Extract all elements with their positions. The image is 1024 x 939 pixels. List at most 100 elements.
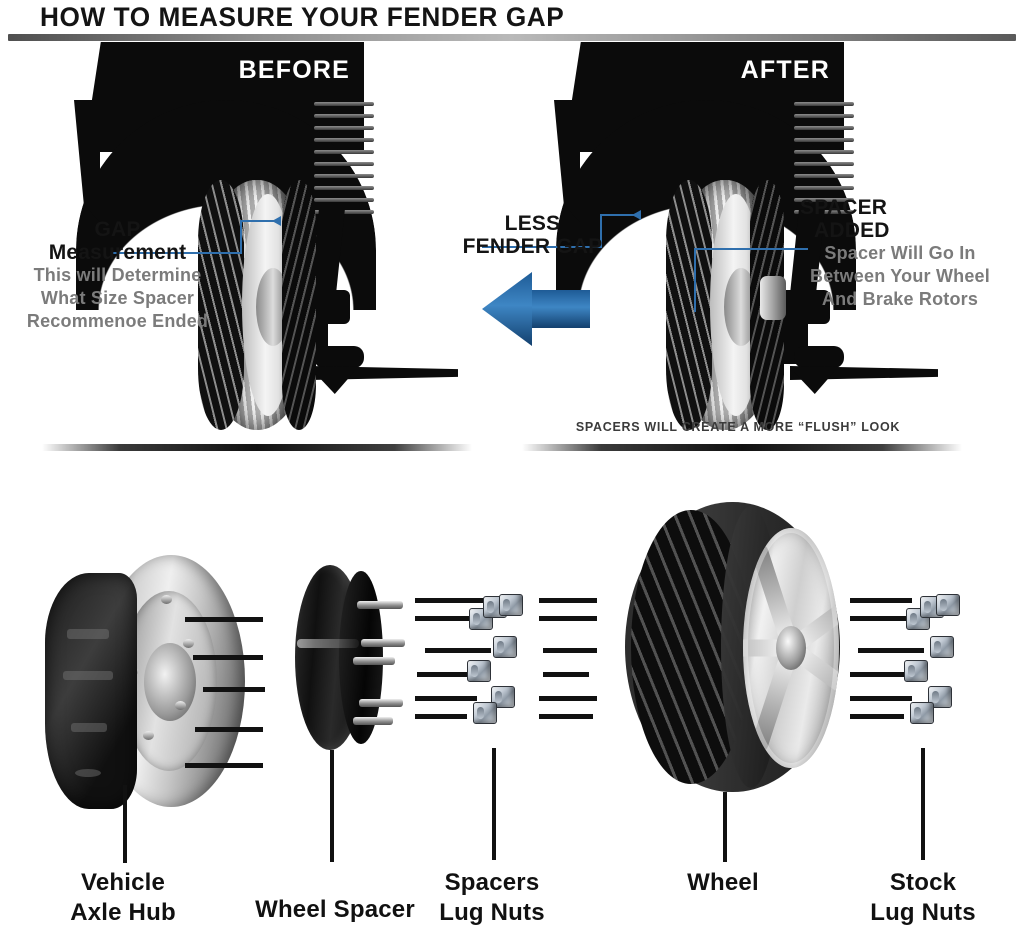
lug-nut	[499, 594, 523, 616]
wheel-stud	[183, 639, 194, 648]
gap-annotation-sub-3: Recommenoe Ended	[26, 311, 209, 331]
flush-look-caption: SPACERS WILL CREATE A MORE “FLUSH” LOOK	[575, 420, 901, 434]
stock-lug-nuts-part	[850, 590, 1000, 724]
lug-pointer-line	[415, 616, 487, 621]
spacer-added-sub-3: And Brake Rotors	[821, 289, 979, 309]
fender-skirt-before	[74, 100, 100, 222]
lug-nut	[930, 636, 954, 658]
lug-nut	[491, 686, 515, 708]
less-fender-gap-annotation: LESS FENDER GAP	[455, 212, 610, 258]
lug-pointer-line	[543, 672, 589, 677]
stock-lug-pointer-line	[850, 696, 912, 701]
spacer-leader-vertical	[694, 250, 696, 312]
hub-pointer-line	[203, 687, 265, 692]
lug-pointer-line	[539, 598, 597, 603]
lug-nut	[904, 660, 928, 682]
rim-center-cap	[776, 626, 806, 670]
label-vehicle-axle-hub: Vehicle Axle Hub	[23, 868, 223, 928]
fender-skirt-after	[554, 100, 580, 222]
less-gap-heading-1: LESS	[504, 212, 561, 235]
spacers-lug-nuts-part	[415, 590, 597, 724]
wheel-spacer-leader-line	[330, 750, 334, 862]
tire-tread-outer-after	[666, 180, 712, 430]
lug-pointer-line	[539, 616, 597, 621]
spacer-stud	[359, 699, 403, 707]
lug-pointer-line	[539, 696, 597, 701]
alloy-rim	[743, 528, 839, 768]
gap-leader-horizontal	[112, 252, 242, 254]
wheel-leader-line	[723, 792, 727, 862]
label-line-2: Lug Nuts	[870, 899, 976, 926]
caliper-rib	[71, 723, 107, 732]
flush-direction-arrow-icon	[482, 272, 590, 346]
hub-boss-before	[314, 346, 364, 368]
lug-pointer-line	[415, 598, 487, 603]
before-panel: BEFORE	[14, 40, 494, 451]
gap-annotation-heading-1: GAP	[94, 218, 141, 241]
wheel-stud	[175, 701, 186, 710]
wheel-stud	[143, 731, 154, 740]
less-gap-leader-vertical	[600, 214, 602, 248]
spacer-stud	[361, 639, 405, 647]
label-line-1: Spacers	[444, 869, 540, 896]
less-gap-leader-horizontal	[482, 246, 602, 248]
label-stock-lug-nuts: Stock Lug Nuts	[828, 868, 1018, 928]
ground-line-before	[42, 444, 472, 451]
gap-annotation-heading-2: Measurement	[48, 241, 187, 264]
installed-spacer	[760, 276, 786, 320]
lug-pointer-line	[539, 714, 593, 719]
caliper-rib	[63, 671, 113, 680]
lug-nut	[936, 594, 960, 616]
after-panel: AFTER	[482, 40, 978, 451]
lug-pointer-line	[425, 648, 491, 653]
gap-annotation: GAP Measurement This will Determine What…	[10, 218, 225, 333]
less-gap-heading-2: FENDER GAP	[462, 235, 603, 258]
lug-nut	[493, 636, 517, 658]
spacer-added-heading-2: ADDED	[814, 219, 890, 242]
label-wheel-spacer: Wheel Spacer	[225, 895, 445, 925]
spacer-leader-horizontal	[694, 248, 808, 250]
lug-pointer-line	[415, 696, 477, 701]
label-line-1: Stock	[889, 869, 957, 896]
brake-caliper	[45, 573, 137, 809]
vehicle-axle-hub-part	[45, 555, 265, 820]
lug-nut	[910, 702, 934, 724]
less-gap-leader-tip	[600, 214, 634, 216]
lug-pointer-line	[415, 714, 467, 719]
arrow-shaft	[528, 290, 590, 328]
spacers-lug-nuts-leader-line	[492, 748, 496, 860]
tire-before	[198, 180, 316, 430]
rim-lip	[743, 528, 839, 768]
label-line-2: Axle Hub	[70, 899, 176, 926]
spacer-added-sub-1: Spacer Will Go In	[824, 243, 976, 263]
page-title: HOW TO MEASURE YOUR FENDER GAP	[40, 2, 565, 32]
tire-tread-inner-before	[282, 180, 316, 430]
lug-nut	[467, 660, 491, 682]
gap-annotation-sub-1: This will Determine	[33, 265, 202, 285]
label-line-2: Lug Nuts	[439, 899, 545, 926]
hub-pointer-line	[195, 727, 263, 732]
label-wheel: Wheel	[633, 868, 813, 898]
exploded-assembly-diagram: Vehicle Axle Hub Wheel Spacer	[0, 460, 1024, 939]
label-line-1: Wheel	[687, 869, 759, 896]
title-divider	[8, 34, 1016, 41]
spacer-added-heading-1: SPACER	[800, 196, 888, 219]
hub-boss-after	[794, 346, 844, 368]
hub-pointer-line	[193, 655, 263, 660]
lug-pointer-line	[543, 648, 597, 653]
wheel-spacer-part	[295, 565, 410, 750]
wheel-part	[625, 502, 840, 792]
lug-pointer-line	[417, 672, 475, 677]
caliper-rib	[67, 629, 109, 639]
arrow-head	[482, 272, 532, 346]
tie-rod-before	[314, 372, 354, 394]
gap-arrowhead-icon	[272, 216, 281, 226]
lug-nut	[473, 702, 497, 724]
stock-lug-pointer-line	[850, 616, 912, 621]
hub-center-face	[144, 643, 196, 721]
spacer-stud	[357, 601, 403, 609]
tie-rod-after	[794, 372, 834, 394]
stock-lug-pointer-line	[858, 648, 924, 653]
stock-lug-nuts-leader-line	[921, 748, 925, 860]
